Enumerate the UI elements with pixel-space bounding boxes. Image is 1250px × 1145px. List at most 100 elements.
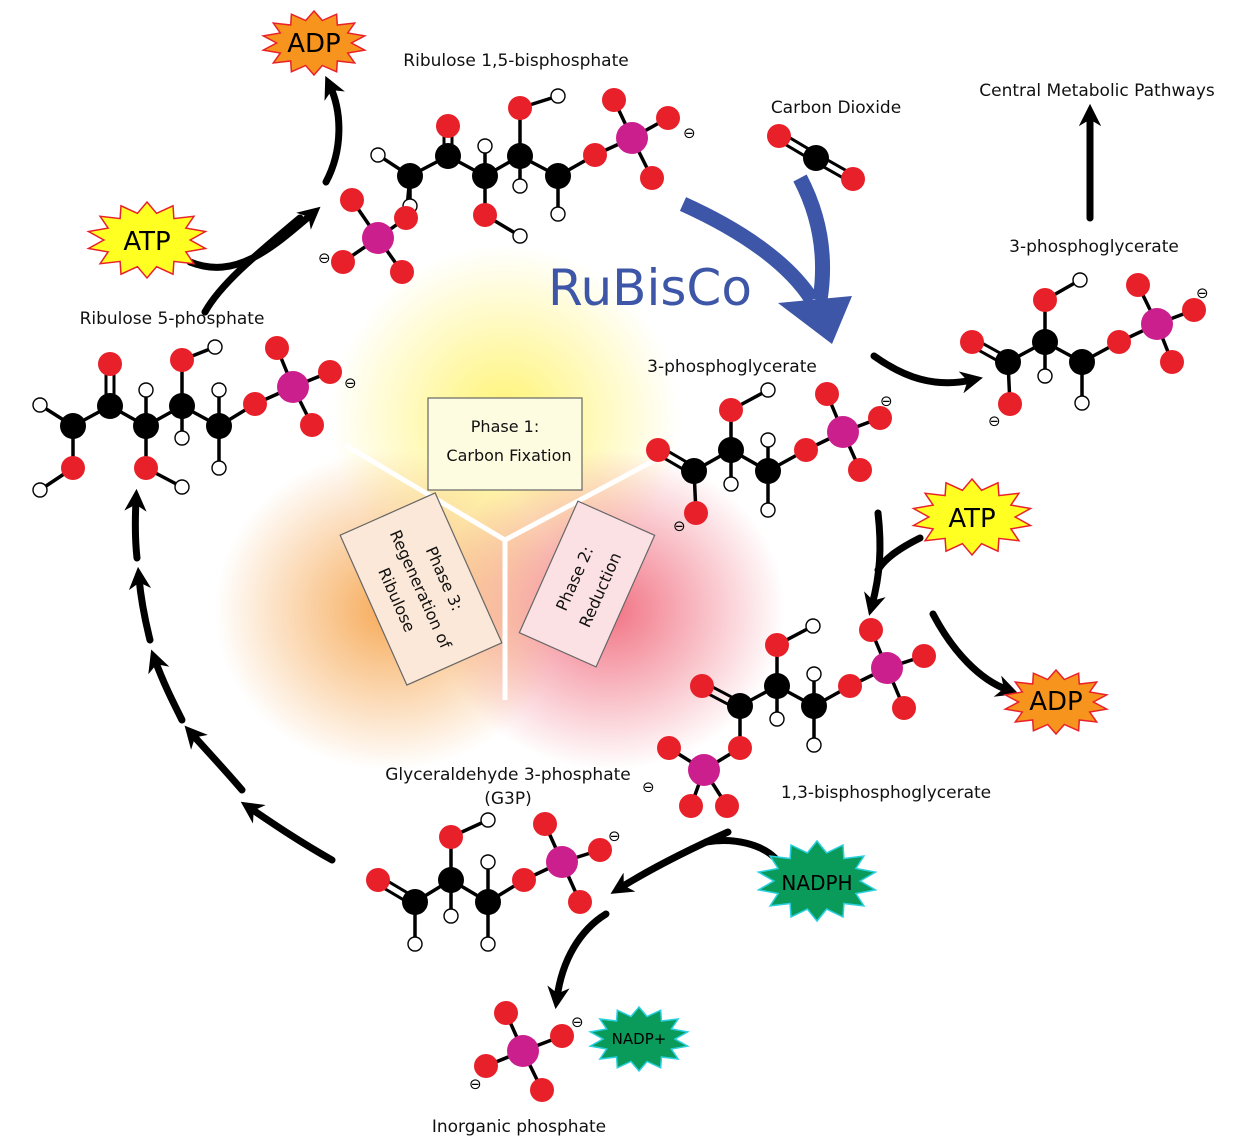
- hydrogen-atom: [174, 430, 190, 446]
- hydrogen-atom: [550, 206, 566, 222]
- oxygen-atom: [728, 736, 752, 760]
- oxygen-atom: [868, 406, 892, 430]
- hydrogen-atom: [550, 88, 566, 104]
- carbon-atom: [1069, 349, 1095, 375]
- molecule-labels: Ribulose 1,5-bisphosphate Carbon Dioxide…: [80, 51, 1215, 1137]
- carbon-atom: [755, 458, 781, 484]
- oxygen-atom: [646, 438, 670, 462]
- 3-phosphoglycerate-molecule-top: [960, 272, 1206, 416]
- phosphorus-atom: [827, 416, 859, 448]
- cycle-arrows: [124, 75, 1102, 1010]
- rubisco-arrow: [679, 174, 852, 344]
- hydrogen-atom: [723, 476, 739, 492]
- arrow-to-adp-right: [929, 610, 1019, 697]
- label-3pga-mid: 3-phosphoglycerate: [647, 357, 817, 377]
- hydrogen-atom: [32, 397, 48, 413]
- hydrogen-atom: [1074, 395, 1090, 411]
- hydrogen-atom: [760, 432, 776, 448]
- oxygen-atom: [436, 114, 460, 138]
- arrow-cycle-3: [148, 649, 186, 724]
- hydrogen-atom: [207, 339, 223, 355]
- arrow-pga-to-pga: [870, 352, 983, 394]
- atp-label-right: ATP: [948, 504, 995, 534]
- nadph-badge: NADPH: [756, 839, 878, 923]
- label-3pga-top: 3-phosphoglycerate: [1009, 237, 1179, 257]
- hydrogen-atom: [480, 854, 496, 870]
- label-carbon-dioxide: Carbon Dioxide: [771, 98, 901, 118]
- carbon-atom: [169, 393, 195, 419]
- arrow-cycle-1: [240, 801, 336, 864]
- charge-marks: ⊖ ⊖ ⊖ ⊖ ⊖ ⊖ ⊖ ⊖ ⊖ ⊖ ⊖: [318, 124, 1209, 1093]
- phase2-box: Phase 2: Reduction: [518, 500, 656, 668]
- phosphorus-atom: [507, 1035, 539, 1067]
- oxygen-atom: [657, 736, 681, 760]
- phase1-title: Phase 1:: [471, 417, 539, 436]
- phase-divider: [343, 442, 657, 700]
- arrow-atp-in: [864, 509, 886, 616]
- oxygen-atom: [390, 260, 414, 284]
- carbon-atom: [60, 413, 86, 439]
- oxygen-atom: [794, 438, 818, 462]
- nadp-plus-badge: NADP+: [588, 1005, 690, 1073]
- oxygen-atom: [892, 696, 916, 720]
- oxygen-atom: [265, 336, 289, 360]
- carbon-dioxide-molecule: [767, 124, 865, 191]
- oxygen-atom: [583, 143, 607, 167]
- label-central-pathways: Central Metabolic Pathways: [979, 81, 1215, 101]
- arrow-cycle-4: [128, 566, 154, 644]
- hydrogen-atom: [806, 666, 822, 682]
- phosphorus-atom: [616, 122, 648, 154]
- carbon-atom: [995, 349, 1021, 375]
- phase1-box: Phase 1: Carbon Fixation: [427, 397, 583, 491]
- hydrogen-atom: [477, 138, 493, 154]
- oxygen-atom: [960, 330, 984, 354]
- hydrogen-atom: [443, 908, 459, 924]
- phosphorus-atom: [1141, 308, 1173, 340]
- oxygen-atom: [439, 825, 463, 849]
- hydrogen-atom: [480, 812, 496, 828]
- carbon-atom: [397, 163, 423, 189]
- oxygen-atom: [841, 167, 865, 191]
- hydrogen-atom: [512, 228, 528, 244]
- carbon-atom: [545, 163, 571, 189]
- hydrogen-atom: [138, 382, 154, 398]
- bisphosphoglycerate-molecule: [657, 618, 936, 818]
- carbon-atom: [97, 393, 123, 419]
- charge-mark: ⊖: [318, 249, 331, 267]
- ribulose-5-phosphate-molecule: [32, 336, 342, 498]
- phosphorus-atom: [871, 652, 903, 684]
- atp-label-left: ATP: [123, 227, 170, 257]
- oxygen-atom: [684, 501, 708, 525]
- charge-mark: ⊖: [608, 827, 621, 845]
- carbon-atom: [402, 889, 428, 915]
- oxygen-atom: [134, 456, 158, 480]
- hydrogen-atom: [806, 737, 822, 753]
- oxygen-atom: [473, 203, 497, 227]
- phosphorus-atom: [277, 371, 309, 403]
- hydrogen-atom: [480, 936, 496, 952]
- oxygen-atom: [859, 618, 883, 642]
- hydrogen-atom: [211, 460, 227, 476]
- oxygen-atom: [508, 96, 532, 120]
- oxygen-atom: [767, 124, 791, 148]
- oxygen-atom: [838, 674, 862, 698]
- nadp-plus-label: NADP+: [612, 1030, 667, 1048]
- label-ribulose-5-phosphate: Ribulose 5-phosphate: [80, 309, 265, 329]
- ribulose-bisphosphate-molecule: [331, 88, 680, 284]
- adp-badge-right: ADP: [1003, 668, 1109, 736]
- carbon-atom: [475, 889, 501, 915]
- arrow-atp-branch: [874, 534, 924, 574]
- hydrogen-atom: [174, 479, 190, 495]
- charge-mark: ⊖: [673, 517, 686, 535]
- 3-phosphoglycerate-molecule-mid: [646, 382, 892, 525]
- oxygen-atom: [494, 1001, 518, 1025]
- oxygen-atom: [656, 106, 680, 130]
- phase1-subtitle: Carbon Fixation: [446, 446, 571, 465]
- oxygen-atom: [602, 88, 626, 112]
- label-g3p: Glyceraldehyde 3-phosphate: [385, 765, 631, 785]
- phosphorus-atom: [362, 222, 394, 254]
- arrow-to-adp-top: [322, 75, 345, 186]
- oxygen-atom: [912, 644, 936, 668]
- oxygen-atom: [300, 413, 324, 437]
